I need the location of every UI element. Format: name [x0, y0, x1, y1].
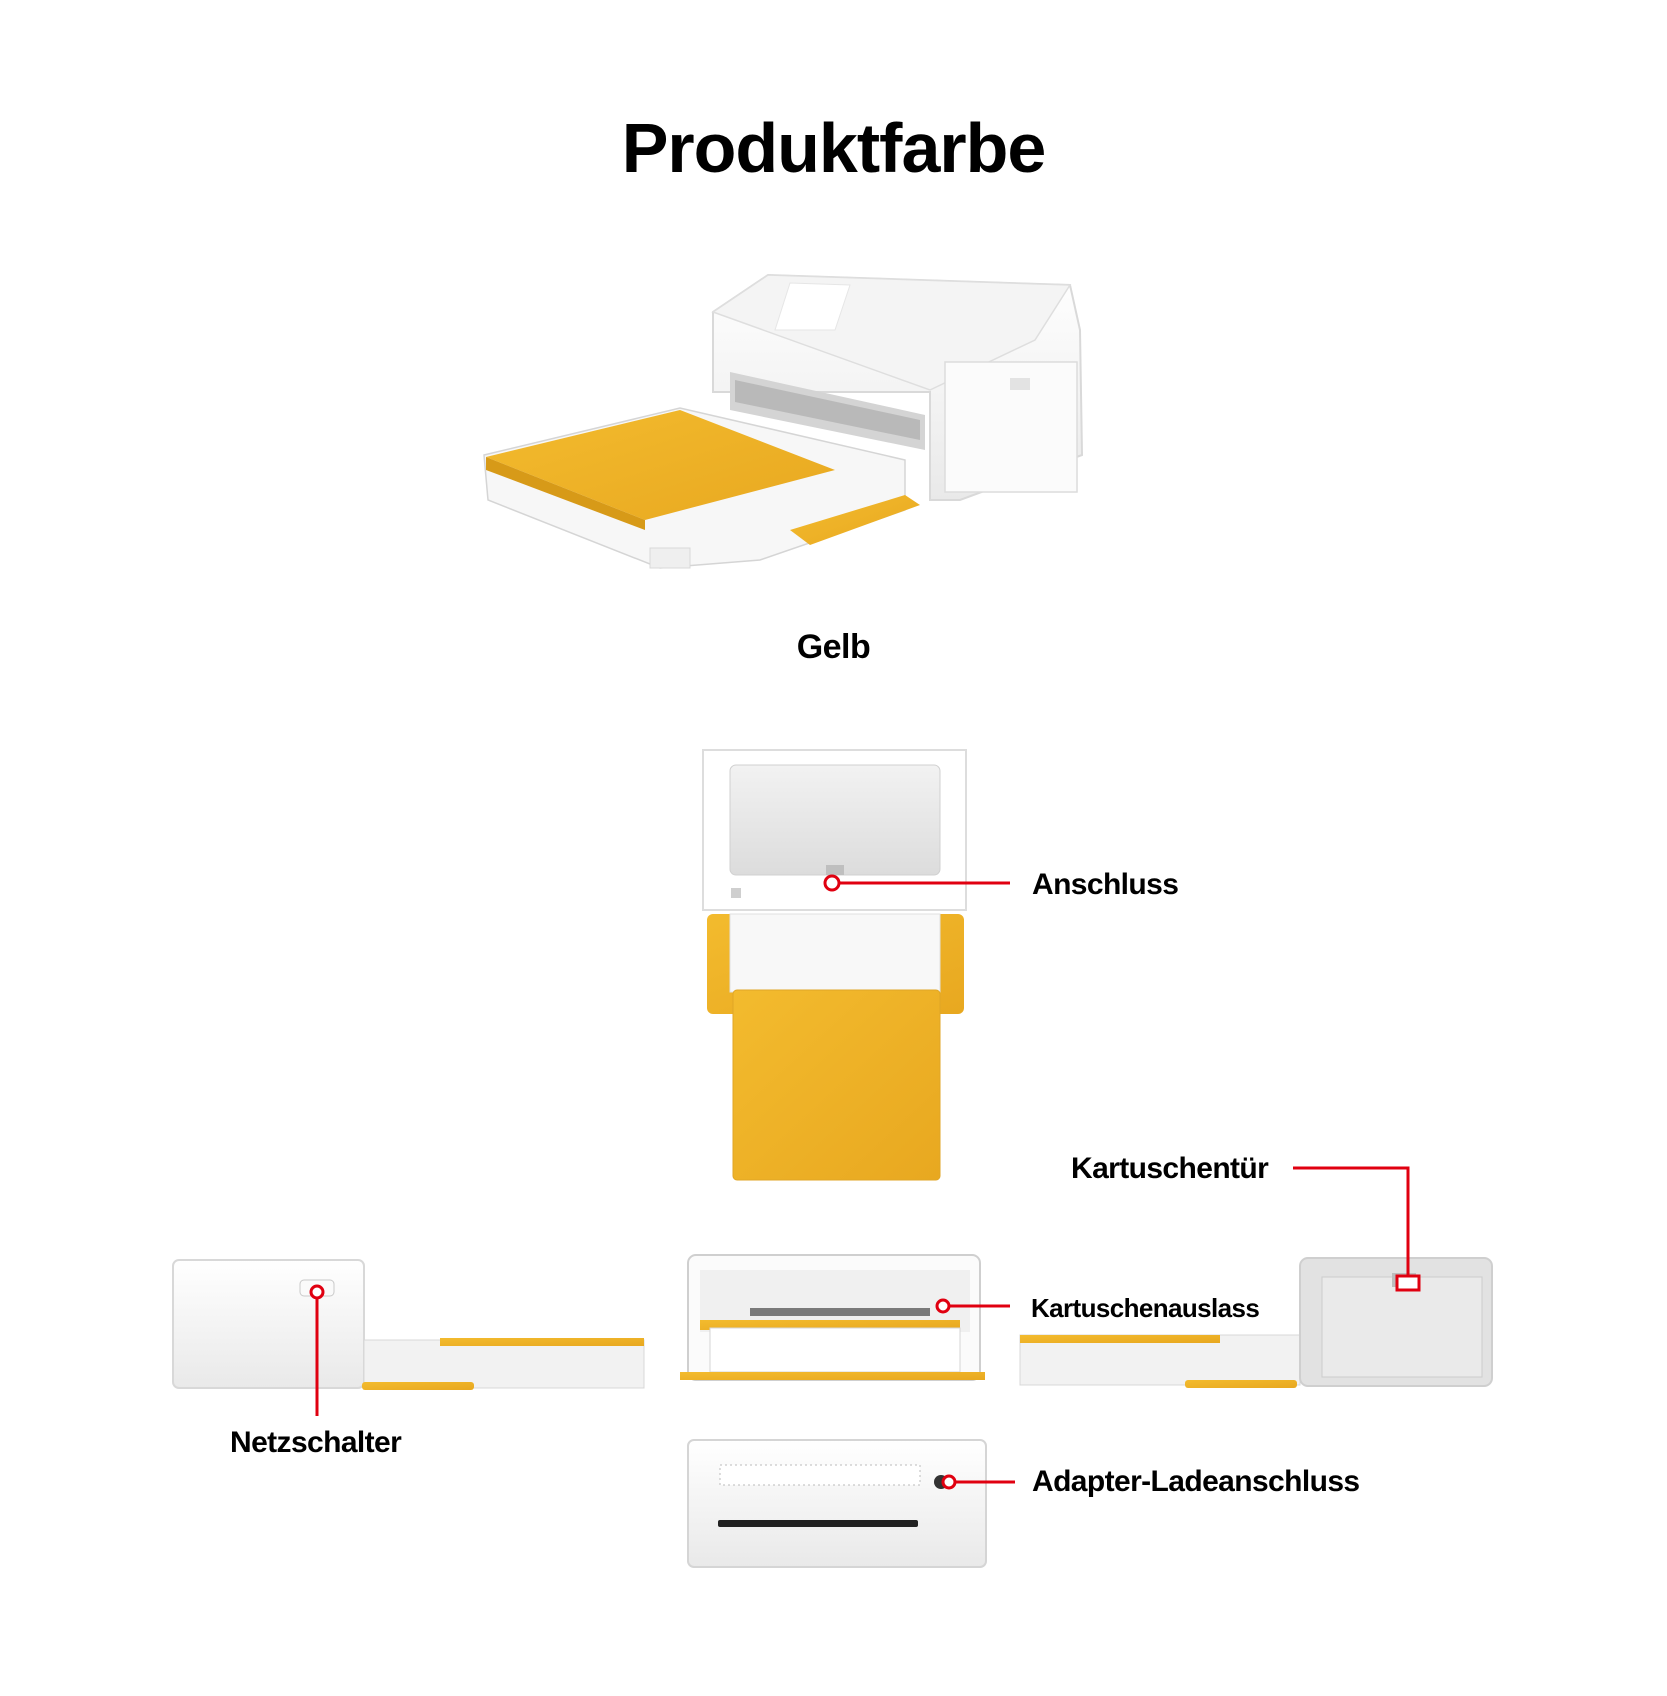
printer-top-view-image — [702, 749, 967, 1181]
printer-side-view-right-image — [1019, 1257, 1493, 1388]
callout-adapter-port-label: Adapter-Ladeanschluss — [1032, 1465, 1360, 1498]
printer-back-view-image — [687, 1439, 987, 1568]
callout-cartridge-door-label: Kartuschentür — [1071, 1152, 1269, 1185]
printer-side-view-left-image — [172, 1259, 645, 1390]
color-name-label: Gelb — [796, 628, 871, 666]
printer-perspective-image — [483, 273, 1084, 569]
printer-front-view-image — [680, 1254, 985, 1381]
callout-port-label: Anschluss — [1032, 868, 1179, 901]
callout-cartridge-outlet-label: Kartuschenauslass — [1031, 1293, 1260, 1323]
callout-power-switch-label: Netzschalter — [230, 1426, 402, 1459]
page-title: Produktfarbe — [621, 109, 1047, 187]
callout-lines — [309, 874, 1421, 1490]
